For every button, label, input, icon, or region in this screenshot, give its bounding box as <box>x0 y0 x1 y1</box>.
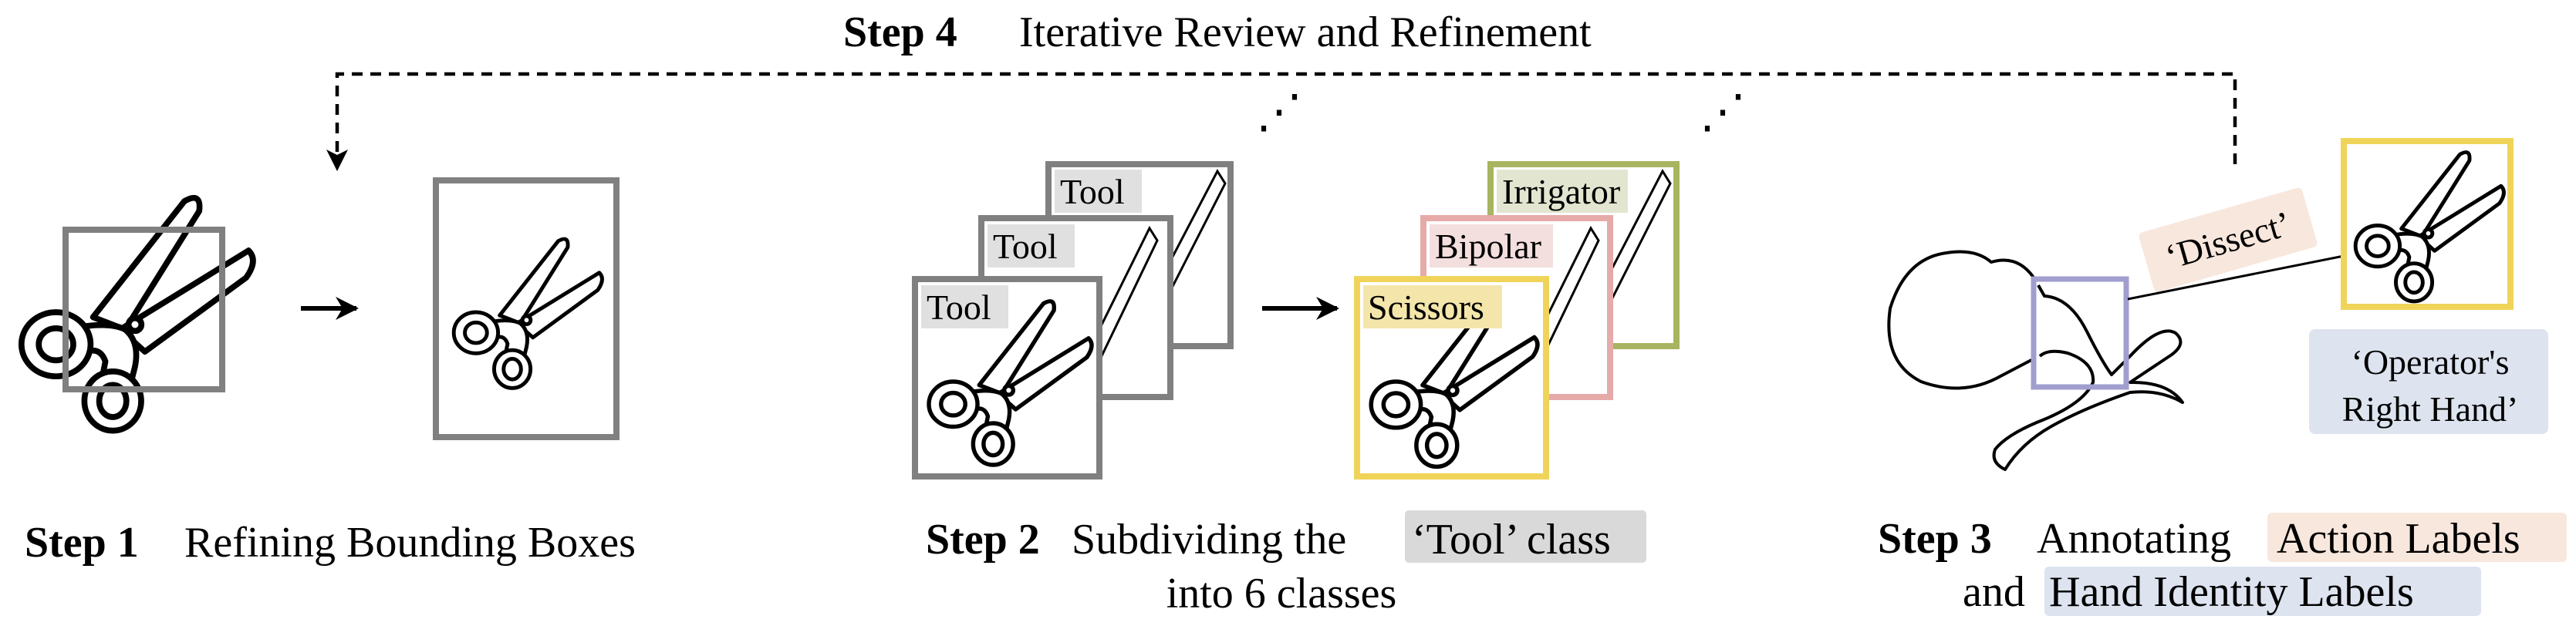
tool-label-bg <box>1055 170 1142 213</box>
step3-and: and <box>1963 568 2025 616</box>
irrigator-label: Irrigator <box>1502 172 1620 211</box>
irrigator-label-bg <box>1497 170 1628 213</box>
tool-label: Tool <box>1060 172 1125 211</box>
step2-title-highlight: ‘Tool’ class <box>1412 516 1611 564</box>
scissors-icon <box>22 198 253 431</box>
step4-caption: Step 4 Iterative Review and Refinement <box>843 8 1592 56</box>
loose-bounding-box <box>62 227 225 392</box>
tool-class-highlight <box>1405 510 1646 563</box>
hand-label-bg <box>2309 329 2548 434</box>
step2-panel: ⋰ Tool Tool Tool ⋰ Irrigator Bipolar Sci… <box>912 86 1746 617</box>
arrow-down-icon <box>326 150 348 171</box>
step1-title: Refining Bounding Boxes <box>184 519 636 567</box>
step3-caption-line2: and Hand Identity Labels <box>1963 568 2414 616</box>
hand-label-line1: ‘Operator's <box>2351 342 2510 382</box>
bipolar-label: Bipolar <box>1435 227 1541 266</box>
hand-label-line2: Right Hand’ <box>2342 389 2519 429</box>
step2-caption: Step 2 Subdividing the ‘Tool’ class <box>926 516 1611 564</box>
step3-hand-highlight: Hand Identity Labels <box>2049 568 2414 616</box>
step3-caption: Step 3 Annotating Action Labels <box>1878 515 2520 563</box>
step2-title: Subdividing the <box>1072 516 1346 564</box>
dashed-feedback-line <box>335 72 2237 164</box>
step1-number: Step 1 <box>25 519 139 567</box>
scissors-label: Scissors <box>1368 288 1484 327</box>
step2-title-line2: into 6 classes <box>1166 570 1397 617</box>
tool-label-bg <box>988 224 1075 268</box>
action-label-bg <box>2139 187 2318 292</box>
action-labels-highlight <box>2267 513 2567 562</box>
step4-feedback-loop: Step 4 Iterative Review and Refinement <box>326 8 2237 171</box>
step1-caption: Step 1 Refining Bounding Boxes <box>25 519 636 567</box>
action-label-tag: ‘Dissect’ <box>2139 187 2318 292</box>
step3-number: Step 3 <box>1878 515 1992 563</box>
bipolar-label-bg <box>1430 224 1553 268</box>
ellipsis-after: ⋰ <box>1700 86 1746 137</box>
step4-title: Iterative Review and Refinement <box>1019 8 1592 56</box>
hand-labels-highlight <box>2044 567 2481 616</box>
step4-number: Step 4 <box>843 8 957 56</box>
ellipsis-before: ⋰ <box>1256 86 1302 137</box>
step2-number: Step 2 <box>926 516 1040 564</box>
tissue-illustration <box>1887 250 2184 471</box>
scissors-label-bg <box>1363 285 1502 328</box>
tool-label: Tool <box>993 227 1058 266</box>
tool-label: Tool <box>927 288 991 327</box>
tool-label-bg <box>921 285 1008 328</box>
connector-line <box>2127 254 2345 301</box>
step1-panel: Step 1 Refining Bounding Boxes <box>22 177 636 567</box>
step3-panel: ‘Dissect’ ‘Operator's Right Hand’ Step 3… <box>1878 138 2567 616</box>
step3-title: Annotating <box>2037 515 2231 563</box>
hand-bounding-box <box>2031 276 2129 390</box>
step3-action-highlight: Action Labels <box>2277 515 2520 563</box>
